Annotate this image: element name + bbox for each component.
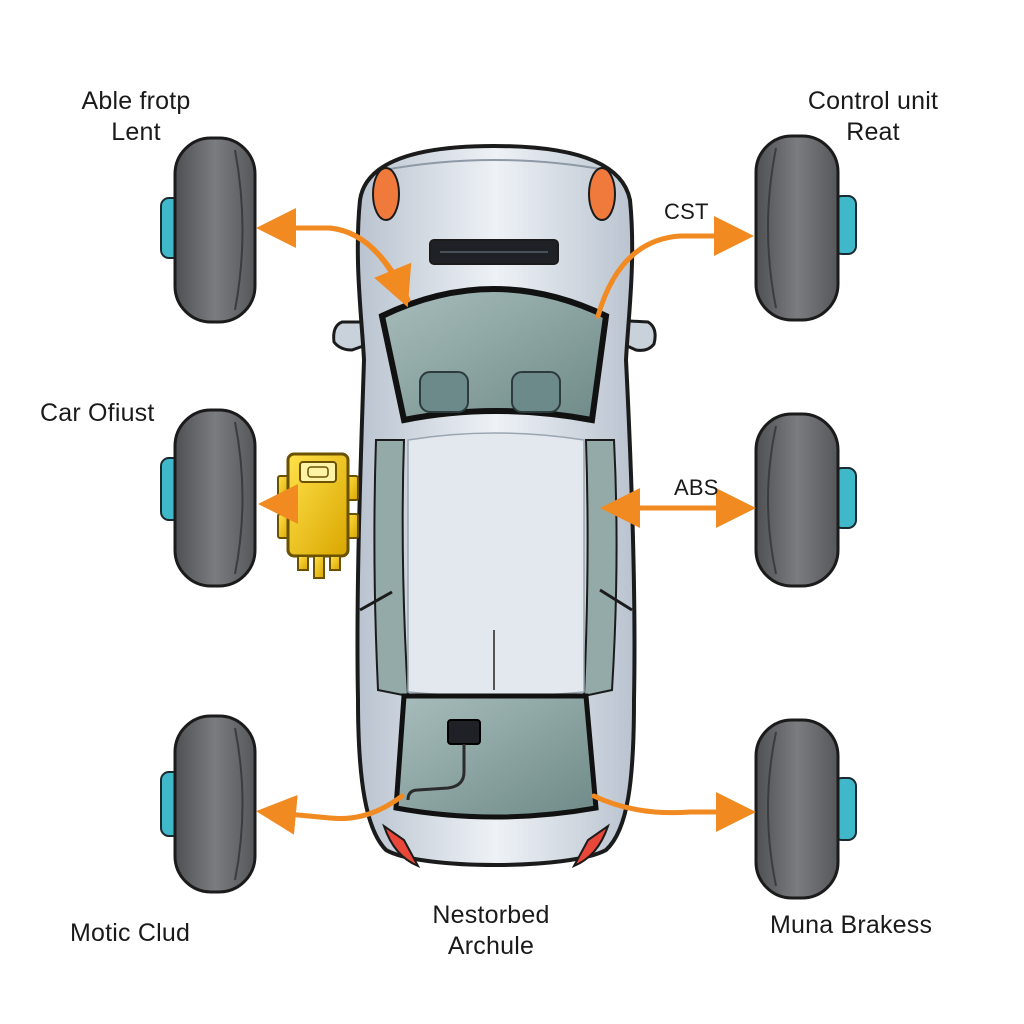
label-front-left: Able frotp Lent <box>81 87 191 146</box>
wheel-middle-right <box>754 412 857 588</box>
wheel-rear-right <box>754 718 857 900</box>
wheel-middle-left <box>160 408 257 588</box>
label-abs: ABS <box>674 475 719 500</box>
label-cst: CST <box>664 199 709 224</box>
wheel-front-right <box>754 134 857 322</box>
label-front-right: Control unit Reat <box>807 87 939 146</box>
label-rear-right: Muna Brakess <box>770 911 933 939</box>
arrow-front-left-head <box>327 225 412 308</box>
wheel-rear-left <box>160 714 257 894</box>
arrow-rear-left <box>256 793 405 835</box>
label-rear-left: Motic Clud <box>70 919 191 947</box>
label-rear-center: Nestorbed Archule <box>432 901 550 960</box>
car-body <box>332 143 657 869</box>
label-middle-left: Car Ofiust <box>40 399 155 427</box>
wheel-front-left <box>160 136 257 324</box>
control-module <box>277 452 359 579</box>
arrow-front-right <box>595 216 754 319</box>
arrow-rear-right <box>591 792 756 832</box>
